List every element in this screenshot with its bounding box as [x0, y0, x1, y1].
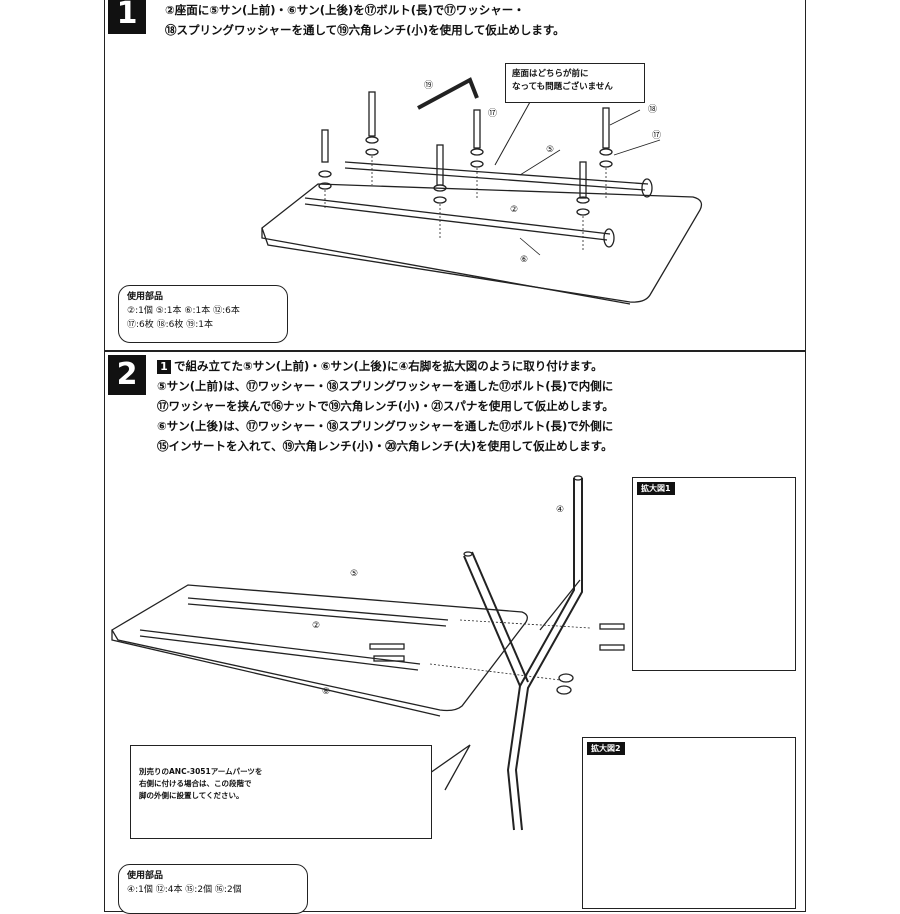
- label-wrench: ⑲: [424, 80, 433, 91]
- step2-instruction-line: ⑥サン(上後)は、⑰ワッシャー・⑱スプリングワッシャーを通した⑰ボルト(長)で外…: [157, 419, 614, 433]
- bar-front-end: [603, 228, 615, 248]
- label-bar-back: ⑥: [520, 255, 528, 265]
- step2-badge: 2: [108, 355, 146, 395]
- label-bolt: ⑰: [488, 108, 497, 119]
- step1-frame: [104, 0, 806, 352]
- note-line: 脚の外側に設置してください。: [139, 791, 244, 800]
- step-ref-badge: 1: [157, 359, 171, 374]
- label-spring-washer: ⑱: [648, 104, 657, 115]
- step2-instruction-line: ⑤サン(上前)は、⑰ワッシャー・⑱スプリングワッシャーを通した⑰ボルト(長)で内…: [157, 379, 614, 393]
- label-bar-front: ⑤: [546, 145, 554, 155]
- note-line: 別売りのANC-3051アームパーツを: [139, 767, 263, 776]
- seat-board: [261, 183, 703, 303]
- step1-instruction-line: ②座面に⑤サン(上前)・⑥サン(上後)を⑰ボルト(長)で⑰ワッシャー・: [165, 3, 525, 17]
- callout-line: なっても問題ございません: [512, 82, 613, 92]
- callout-line: 座面はどちらが前に: [512, 69, 589, 79]
- step2-instruction-text: で組み立てた⑤サン(上前)・⑥サン(上後)に④右脚を拡大図のように取り付けます。: [174, 359, 603, 373]
- parts-title: 使用部品: [127, 292, 164, 302]
- note-text: 別売りのANC-3051アームパーツを 右側に付ける場合は、この段階で 脚の外側…: [139, 766, 262, 802]
- arm-parts-note: 別売りのANC-3051アームパーツを 右側に付ける場合は、この段階で 脚の外側…: [130, 745, 432, 839]
- inset-title: 拡大図2: [587, 742, 625, 755]
- parts-title: 使用部品: [127, 871, 164, 881]
- zoom-inset-1: 拡大図1: [632, 477, 796, 671]
- hex-wrench: [417, 77, 479, 110]
- parts-row: ④:1個 ⑫:4本 ⑮:2個 ⑯:2個: [127, 885, 242, 895]
- leg-frame: [506, 478, 575, 831]
- step2-instruction-line: ⑮インサートを入れて、⑲六角レンチ(小)・⑳六角レンチ(大)を使用して仮止めしま…: [157, 439, 613, 453]
- note-line: 右側に付ける場合は、この段階で: [139, 779, 252, 788]
- step1-badge: 1: [108, 0, 146, 34]
- label-washer: ⑰: [652, 130, 661, 141]
- seat-board-2: [111, 584, 528, 712]
- step1-instructions: ②座面に⑤サン(上前)・⑥サン(上後)を⑰ボルト(長)で⑰ワッシャー・ ⑱スプリ…: [165, 0, 565, 40]
- zoom-inset-2: 拡大図2: [582, 737, 796, 909]
- seat-orientation-callout: 座面はどちらが前に なっても問題ございません: [505, 63, 645, 103]
- step1-parts-list: 使用部品 ②:1個 ⑤:1本 ⑥:1本 ⑫:6本 ⑰:6枚 ⑱:6枚 ⑲:1本: [118, 285, 288, 343]
- washer-group: [318, 136, 613, 216]
- step2-instruction-line: ⑰ワッシャーを挟んで⑯ナットで⑲六角レンチ(小)・㉑スパナを使用して仮止めします…: [157, 399, 614, 413]
- bar-back-end: [641, 178, 653, 198]
- inset-title: 拡大図1: [637, 482, 675, 495]
- bar-front-line: [304, 197, 611, 235]
- label-leg: ④: [556, 505, 564, 515]
- label-seat: ②: [510, 205, 518, 215]
- bar-front-2: [187, 603, 447, 627]
- step1-instruction-line: ⑱スプリングワッシャーを通して⑲六角レンチ(小)を使用して仮止めします。: [165, 23, 565, 37]
- seat-board-edge: [261, 228, 631, 305]
- label-bar-front-2: ⑤: [350, 569, 358, 579]
- parts-row: ②:1個 ⑤:1本 ⑥:1本 ⑫:6本: [127, 306, 240, 316]
- label-bar-back-2: ⑥: [322, 687, 330, 697]
- label-seat-2: ②: [312, 621, 320, 631]
- parts-row: ⑰:6枚 ⑱:6枚 ⑲:1本: [127, 320, 213, 330]
- step2-parts-list: 使用部品 ④:1個 ⑫:4本 ⑮:2個 ⑯:2個: [118, 864, 308, 914]
- bar-back-line: [344, 161, 649, 185]
- bar-back-2: [139, 635, 419, 671]
